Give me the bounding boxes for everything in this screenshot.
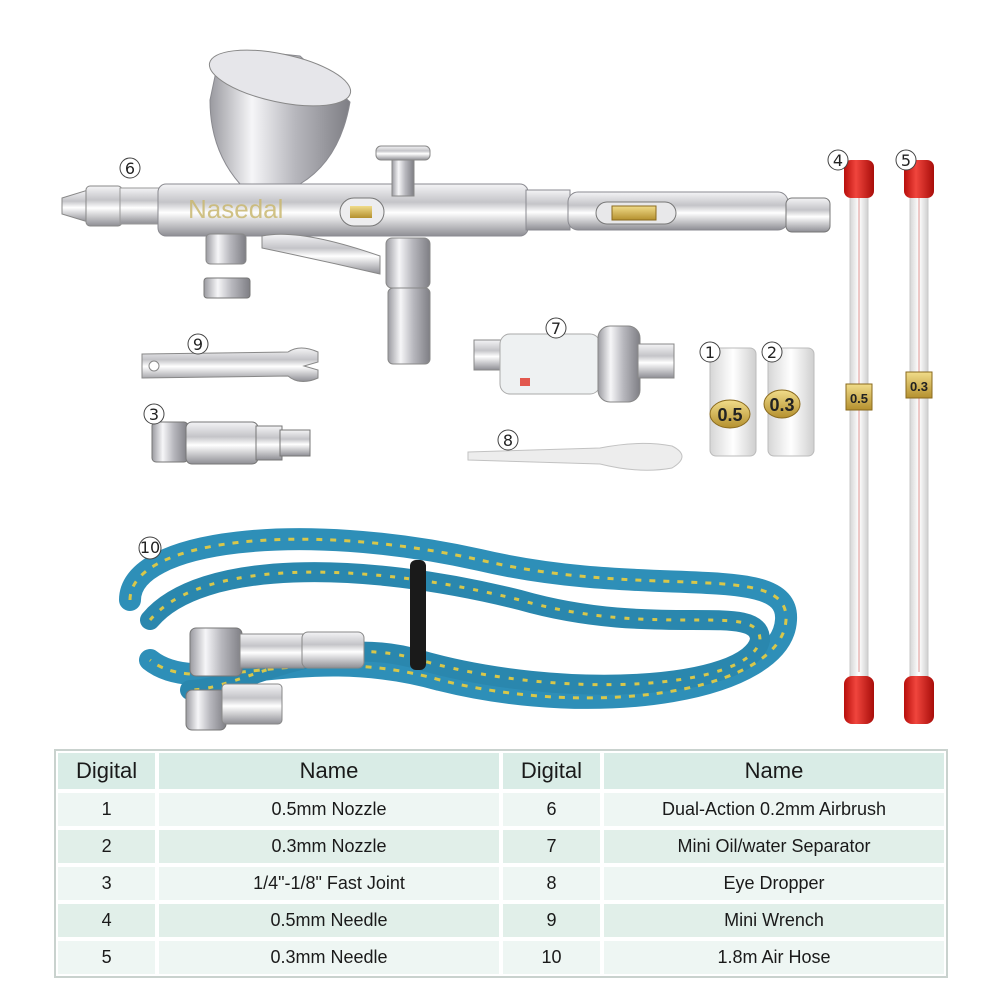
nozzle-box-part-1: 0.5 — [709, 347, 757, 457]
table-header-row: Digital Name Digital Name — [56, 751, 946, 791]
cell-digital: 10 — [500, 939, 603, 976]
cell-name: Dual-Action 0.2mm Airbrush — [602, 791, 946, 828]
part-label-1: 1 — [699, 341, 721, 363]
part-label-6: 6 — [119, 157, 141, 179]
needle-tube-part-5: 0.3 — [904, 160, 934, 724]
header-name-left: Name — [157, 751, 501, 791]
table-row: 4 0.5mm Needle 9 Mini Wrench — [56, 902, 946, 939]
airbrush-part-6: Nasedal — [61, 49, 831, 365]
nozzle-2-marking: 0.3 — [769, 395, 794, 415]
cell-digital: 4 — [56, 902, 158, 939]
cell-name: 0.3mm Needle — [157, 939, 501, 976]
cell-name: Eye Dropper — [602, 865, 946, 902]
cell-digital: 9 — [500, 902, 603, 939]
needle-tube-part-4: 0.5 — [844, 160, 874, 724]
part-label-4: 4 — [827, 149, 849, 171]
cell-digital: 8 — [500, 865, 603, 902]
header-name-right: Name — [602, 751, 946, 791]
table-row: 1 0.5mm Nozzle 6 Dual-Action 0.2mm Airbr… — [56, 791, 946, 828]
cell-name: Mini Wrench — [602, 902, 946, 939]
svg-text:6: 6 — [125, 159, 135, 178]
header-digital-left: Digital — [56, 751, 158, 791]
fast-joint-part-3 — [151, 421, 311, 465]
cell-digital: 2 — [56, 828, 158, 865]
table-row: 3 1/4"-1/8" Fast Joint 8 Eye Dropper — [56, 865, 946, 902]
svg-text:5: 5 — [901, 151, 911, 170]
part-label-10: 10 — [138, 536, 162, 560]
svg-text:3: 3 — [149, 405, 159, 424]
cell-digital: 5 — [56, 939, 158, 976]
part-label-8: 8 — [497, 429, 519, 451]
cell-name: 1/4"-1/8" Fast Joint — [157, 865, 501, 902]
cell-digital: 6 — [500, 791, 603, 828]
cell-digital: 1 — [56, 791, 158, 828]
part-label-7: 7 — [545, 317, 567, 339]
part-label-5: 5 — [895, 149, 917, 171]
eye-dropper-part-8 — [467, 442, 683, 471]
nozzle-box-part-2: 0.3 — [763, 347, 815, 457]
cell-name: 0.5mm Needle — [157, 902, 501, 939]
svg-text:8: 8 — [503, 431, 513, 450]
needle-5-marking: 0.3 — [910, 379, 928, 394]
cell-name: 0.5mm Nozzle — [157, 791, 501, 828]
part-label-9: 9 — [187, 333, 209, 355]
parts-table: Digital Name Digital Name 1 0.5mm Nozzle… — [54, 749, 948, 978]
oil-water-separator-part-7 — [473, 325, 675, 403]
svg-text:1: 1 — [705, 343, 715, 362]
air-hose-part-10 — [119, 528, 797, 731]
product-photo: Nasedal 0.5 0.3 0 — [61, 49, 934, 731]
needle-4-marking: 0.5 — [850, 391, 868, 406]
cell-digital: 7 — [500, 828, 603, 865]
part-number-labels: 1 2 3 4 5 6 7 8 9 10 — [119, 149, 917, 560]
wrench-part-9 — [141, 347, 319, 382]
header-digital-right: Digital — [500, 751, 603, 791]
cell-name: Mini Oil/water Separator — [602, 828, 946, 865]
svg-text:10: 10 — [140, 538, 160, 557]
svg-text:9: 9 — [193, 335, 203, 354]
part-label-3: 3 — [143, 403, 165, 425]
svg-text:2: 2 — [767, 343, 777, 362]
table-row: 5 0.3mm Needle 10 1.8m Air Hose — [56, 939, 946, 976]
part-label-2: 2 — [761, 341, 783, 363]
nozzle-1-marking: 0.5 — [717, 405, 742, 425]
cell-name: 1.8m Air Hose — [602, 939, 946, 976]
svg-text:7: 7 — [551, 319, 561, 338]
svg-text:4: 4 — [833, 151, 843, 170]
table-row: 2 0.3mm Nozzle 7 Mini Oil/water Separato… — [56, 828, 946, 865]
cell-name: 0.3mm Nozzle — [157, 828, 501, 865]
brand-text: Nasedal — [188, 194, 283, 224]
cell-digital: 3 — [56, 865, 158, 902]
